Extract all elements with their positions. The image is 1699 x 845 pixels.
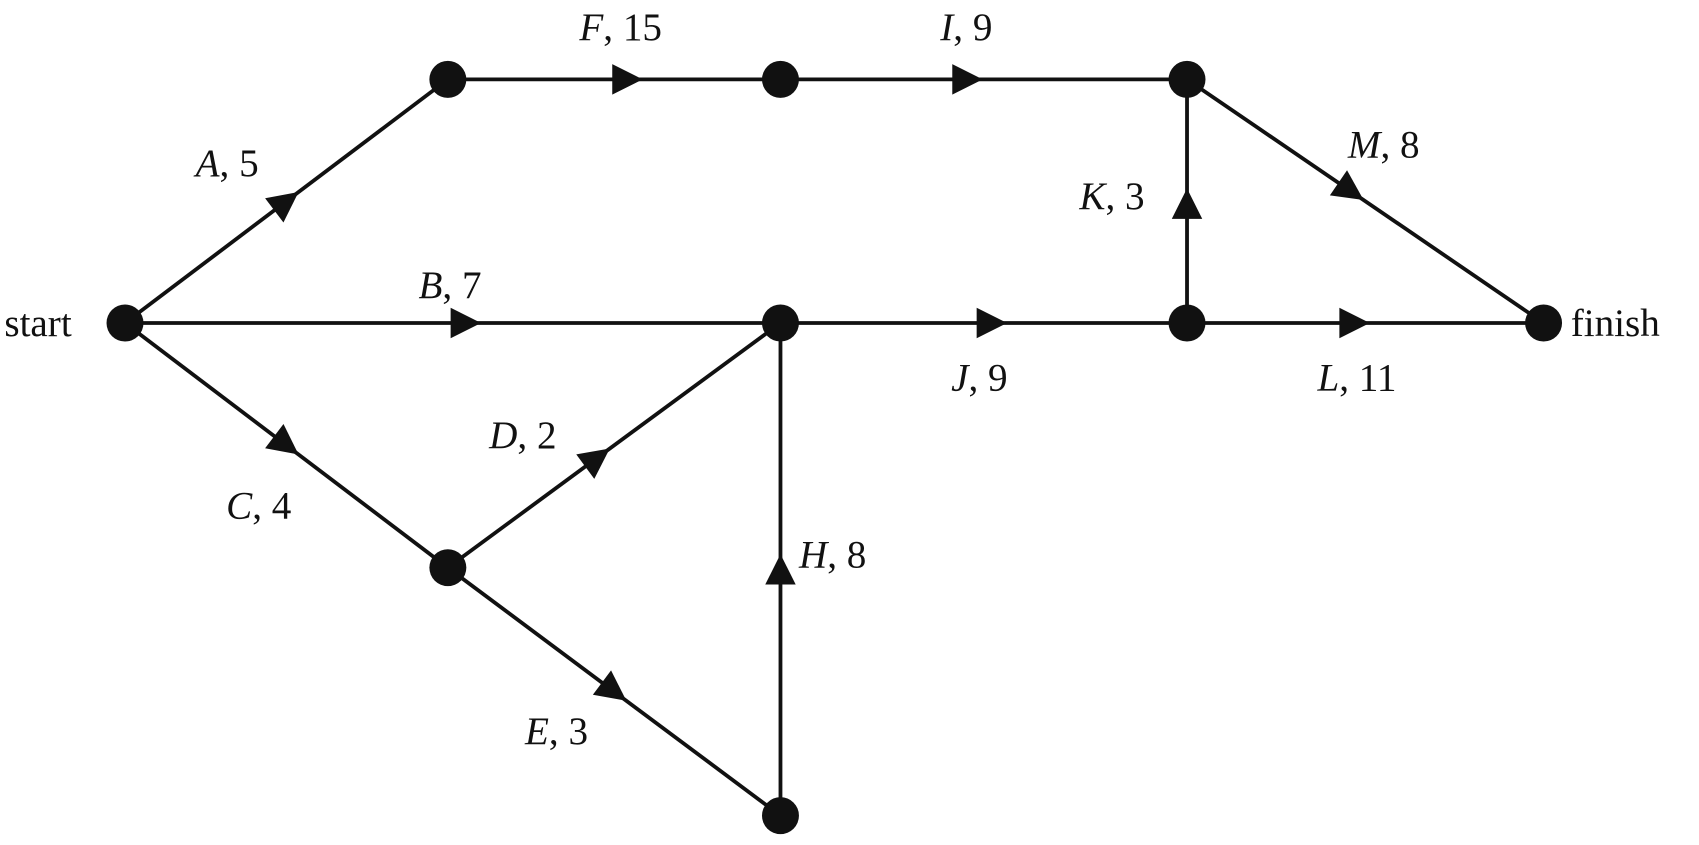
- finish-label: finish: [1571, 302, 1661, 345]
- edge-label-A: A, 5: [193, 142, 259, 185]
- arrow-icon-C: [265, 424, 299, 455]
- edge-label-K: K, 3: [1078, 175, 1144, 218]
- edge-label-E: E, 3: [524, 710, 588, 753]
- arrow-icon-J: [976, 307, 1008, 339]
- node-n6: [429, 549, 467, 587]
- edge-label-I: I, 9: [939, 6, 992, 49]
- node-n5: [1168, 304, 1206, 342]
- start-label: start: [4, 302, 71, 345]
- edge-label-F: F, 15: [578, 6, 662, 49]
- node-n7: [761, 797, 799, 835]
- node-finish: [1525, 304, 1563, 342]
- arrow-icon-B: [450, 307, 482, 339]
- edge-label-M: M, 8: [1347, 124, 1420, 167]
- edge-label-D: D, 2: [488, 414, 556, 457]
- arrow-icon-L: [1339, 307, 1370, 339]
- edge-label-H: H, 8: [798, 534, 866, 577]
- node-n1: [429, 60, 467, 98]
- node-start: [106, 304, 144, 342]
- arrow-icon-I: [952, 64, 983, 95]
- edge-M: [1185, 77, 1545, 325]
- node-n3: [1168, 60, 1206, 98]
- edge-label-B: B, 7: [418, 264, 481, 307]
- arrow-icon-F: [612, 64, 643, 95]
- arrow-icon-D: [576, 448, 610, 479]
- edge-label-J: J, 9: [951, 356, 1007, 399]
- arrow-icon-E: [592, 670, 627, 701]
- node-n2: [761, 60, 799, 98]
- edge-label-C: C, 4: [226, 485, 291, 528]
- arrow-icon-A: [265, 192, 299, 223]
- arrow-icon-M: [1329, 170, 1364, 201]
- edge-label-L: L, 11: [1316, 356, 1396, 399]
- edge-D: [446, 321, 782, 570]
- arrow-icon-H: [765, 554, 796, 585]
- node-n4: [761, 304, 799, 342]
- arrow-icon-K: [1171, 188, 1203, 219]
